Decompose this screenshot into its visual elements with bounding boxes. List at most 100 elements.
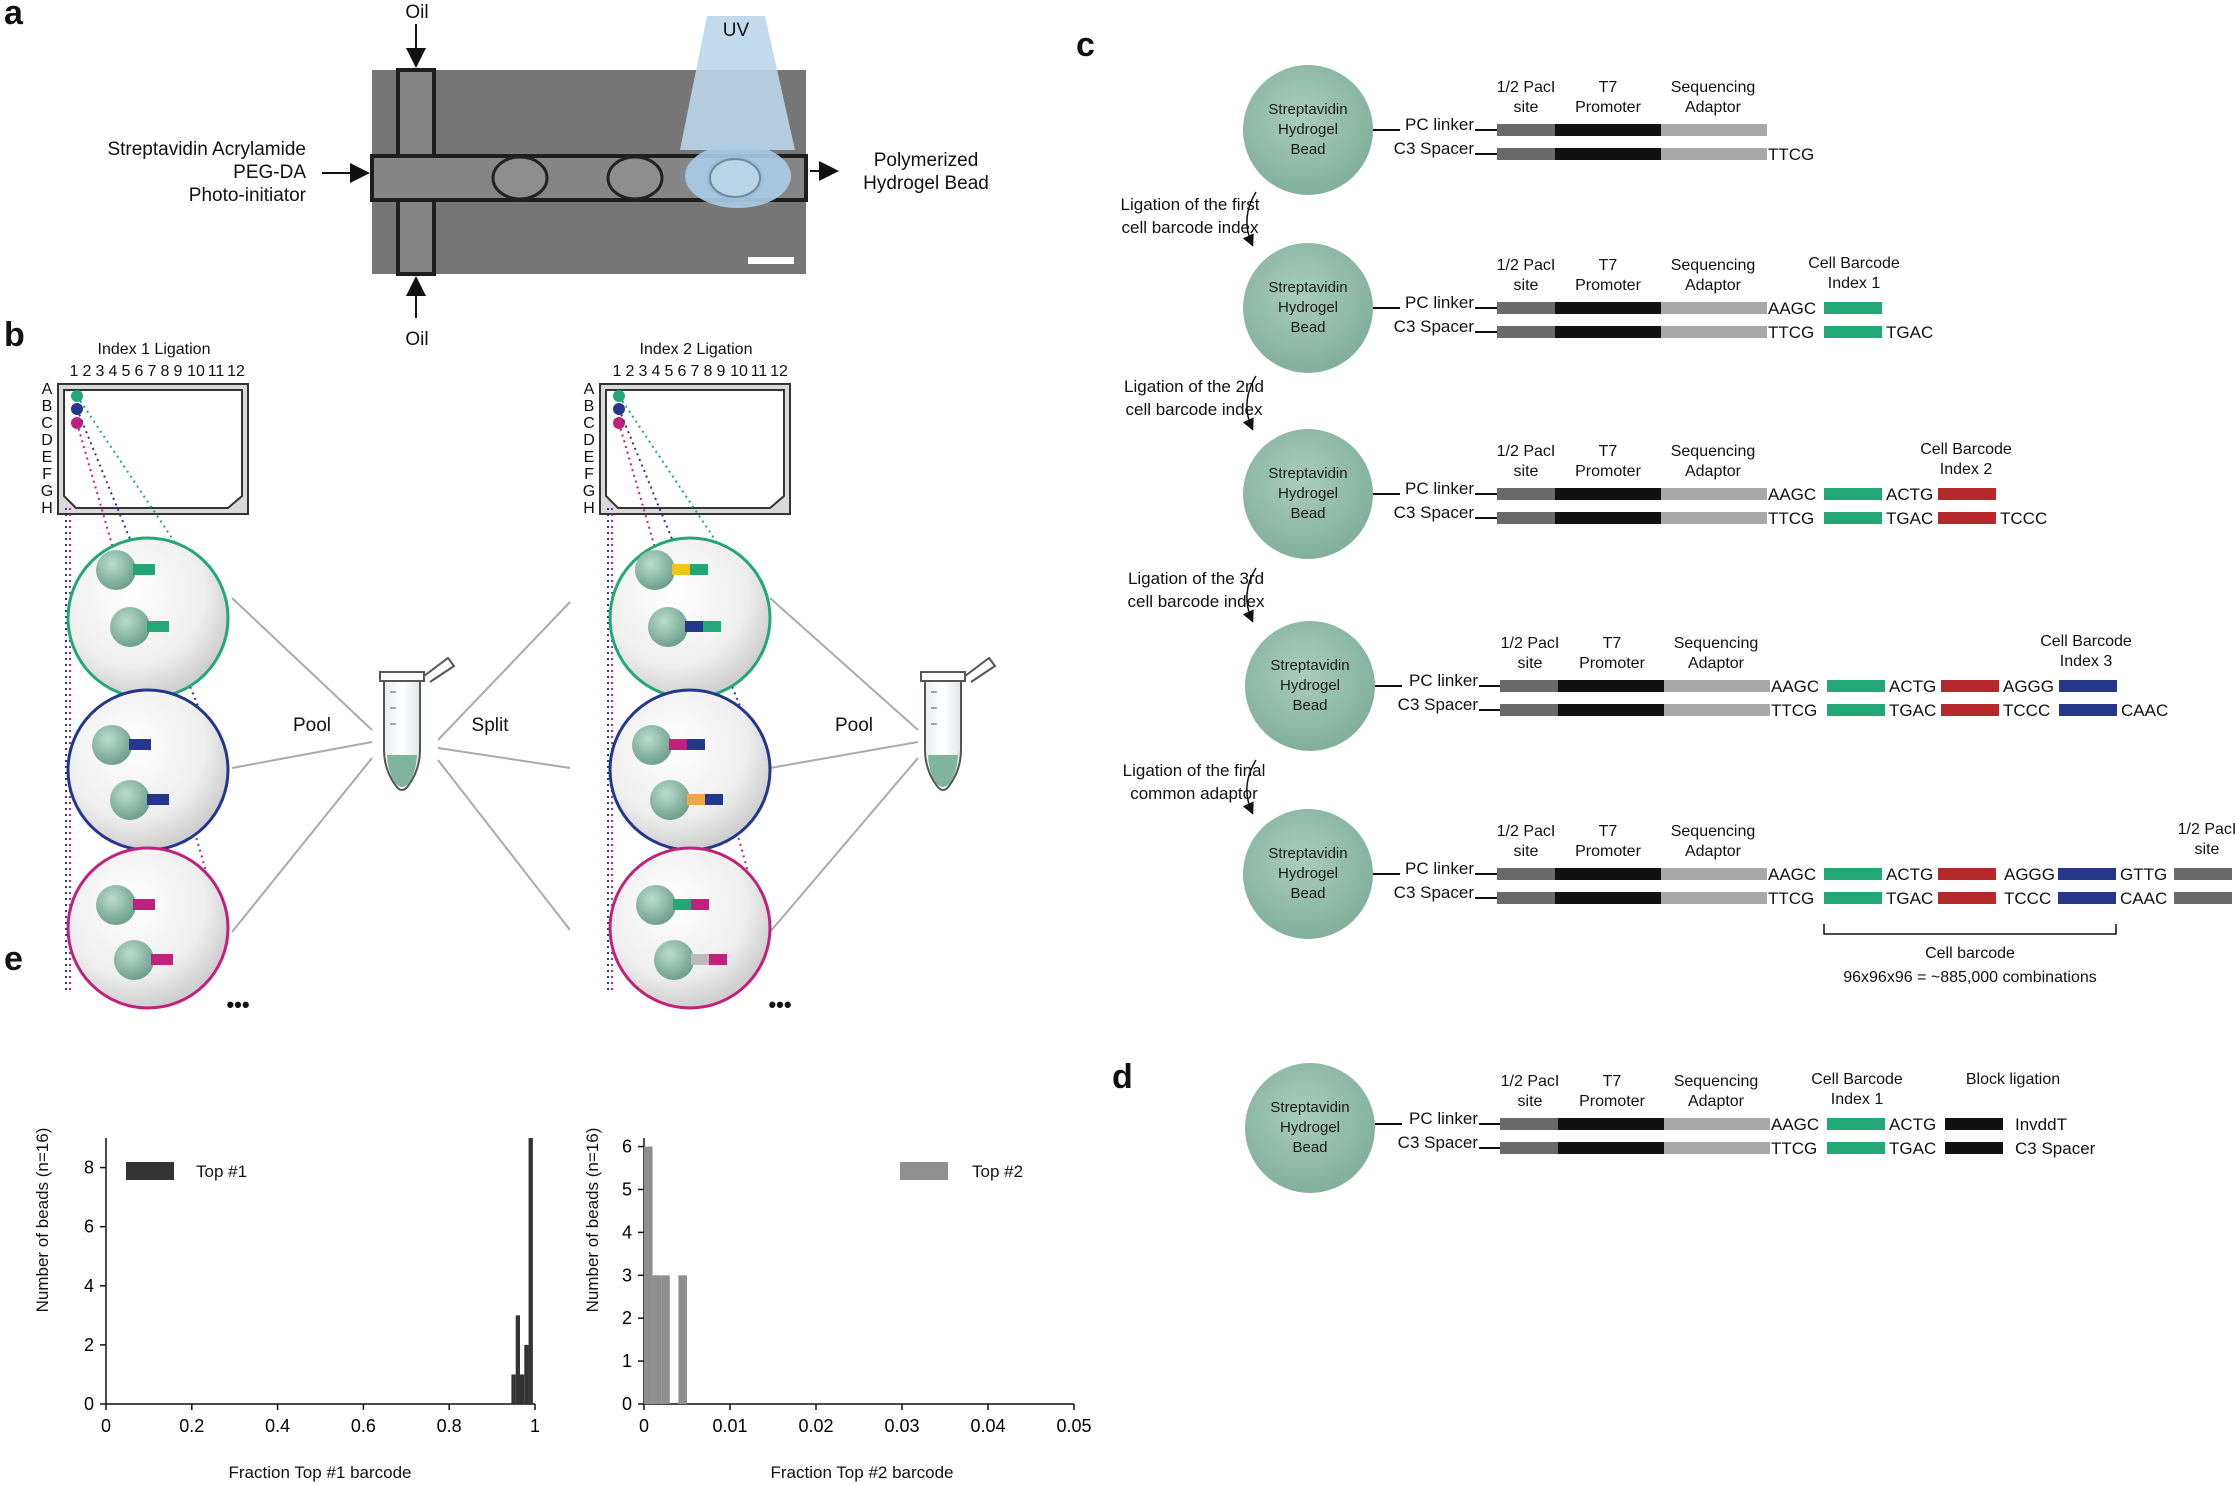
x-tick-label: 0.03: [884, 1416, 919, 1436]
x-tick-label: 0.05: [1056, 1416, 1091, 1436]
panel-label-a: a: [4, 0, 23, 32]
x-tick-label: 0.4: [265, 1416, 290, 1436]
svg-text:7: 7: [148, 363, 157, 380]
svg-text:10: 10: [730, 363, 748, 380]
svg-text:Index 1: Index 1: [1828, 275, 1881, 292]
svg-text:site: site: [1518, 655, 1543, 672]
svg-text:PC linker: PC linker: [1405, 479, 1474, 498]
svg-text:site: site: [1514, 463, 1539, 480]
svg-text:Sequencing: Sequencing: [1671, 79, 1756, 96]
svg-text:9: 9: [717, 363, 726, 380]
pool-label: Pool: [293, 715, 331, 736]
svg-text:Sequencing: Sequencing: [1671, 823, 1756, 840]
svg-text:1: 1: [613, 363, 622, 380]
plate-columns-1: 1 2 3 4 5 6 7 8 9 10 11 12: [70, 363, 245, 380]
y-tick-label: 0: [622, 1394, 632, 1414]
step-label: cell barcode index: [1125, 400, 1263, 419]
svg-text:Streptavidin: Streptavidin: [1270, 657, 1349, 674]
svg-text:Streptavidin: Streptavidin: [1268, 101, 1347, 118]
svg-text:G: G: [583, 483, 595, 500]
input-label: Photo-initiator: [189, 185, 307, 206]
svg-text:Hydrogel: Hydrogel: [1278, 865, 1338, 882]
histogram-bar: [524, 1344, 529, 1404]
y-tick-label: 8: [84, 1158, 94, 1178]
histogram-bar: [511, 1374, 516, 1404]
split-label: Split: [472, 715, 510, 736]
svg-text:F: F: [584, 466, 594, 483]
svg-text:1/2 PacI: 1/2 PacI: [1501, 635, 1560, 652]
svg-text:TGAC: TGAC: [1889, 701, 1936, 720]
svg-text:Sequencing: Sequencing: [1671, 257, 1756, 274]
svg-text:Hydrogel: Hydrogel: [1280, 1119, 1340, 1136]
svg-text:E: E: [584, 449, 595, 466]
svg-text:C3 Spacer: C3 Spacer: [1394, 503, 1475, 522]
panel-label-b: b: [4, 316, 25, 354]
x-tick-label: 0: [101, 1416, 111, 1436]
svg-text:Cell Barcode: Cell Barcode: [1808, 255, 1900, 272]
svg-text:1: 1: [70, 363, 79, 380]
step-label: Ligation of the 3rd: [1128, 569, 1264, 588]
svg-text:AAGC: AAGC: [1771, 677, 1819, 696]
y-tick-label: 4: [622, 1222, 632, 1242]
histogram-bar: [515, 1315, 520, 1404]
svg-text:ACTG: ACTG: [1889, 677, 1936, 696]
svg-text:Adaptor: Adaptor: [1685, 463, 1742, 480]
x-tick-label: 0.01: [712, 1416, 747, 1436]
svg-text:8: 8: [161, 363, 170, 380]
y-axis-label: Number of beads (n=16): [33, 1128, 52, 1313]
histogram-bar: [644, 1146, 653, 1404]
svg-text:H: H: [41, 500, 53, 517]
svg-text:PC linker: PC linker: [1405, 115, 1474, 134]
svg-text:Promoter: Promoter: [1575, 99, 1641, 116]
svg-text:2: 2: [83, 363, 92, 380]
svg-text:CAAC: CAAC: [2121, 701, 2168, 720]
input-label: Streptavidin Acrylamide: [107, 139, 306, 160]
panel-label-d: d: [1112, 1058, 1133, 1096]
svg-text:PC linker: PC linker: [1409, 1109, 1478, 1128]
svg-text:Promoter: Promoter: [1579, 655, 1645, 672]
svg-text:TGAC: TGAC: [1886, 323, 1933, 342]
svg-text:TGAC: TGAC: [1889, 1139, 1936, 1158]
histogram-top2: Number of beads (n=16) Fraction Top #2 b…: [583, 1128, 1092, 1482]
svg-text:Bead: Bead: [1290, 141, 1325, 158]
svg-text:Bead: Bead: [1290, 885, 1325, 902]
svg-text:Promoter: Promoter: [1575, 463, 1641, 480]
svg-text:Sequencing: Sequencing: [1674, 1073, 1759, 1090]
svg-text:AAGC: AAGC: [1768, 865, 1816, 884]
svg-text:Index 2: Index 2: [1940, 461, 1993, 478]
svg-text:TTCG: TTCG: [1768, 323, 1814, 342]
y-tick-label: 6: [622, 1137, 632, 1157]
tube-2: [920, 656, 997, 791]
histogram-bar: [661, 1275, 670, 1404]
svg-text:TTCG: TTCG: [1771, 1139, 1817, 1158]
svg-text:A: A: [42, 381, 53, 398]
tube-1: [379, 656, 456, 791]
y-axis-label: Number of beads (n=16): [583, 1128, 602, 1313]
svg-text:TGAC: TGAC: [1886, 509, 1933, 528]
svg-text:TGAC: TGAC: [1886, 889, 1933, 908]
construct-row-1: Streptavidin Hydrogel Bead PC linker C3 …: [1243, 65, 1814, 195]
svg-text:C3 Spacer: C3 Spacer: [1398, 695, 1479, 714]
svg-text:C: C: [583, 415, 595, 432]
plate-columns-2: 1 2 3 4 5 6 7 8 9 10 11 12: [613, 363, 788, 380]
y-tick-label: 5: [622, 1179, 632, 1199]
svg-text:site: site: [1514, 843, 1539, 860]
svg-text:Bead: Bead: [1292, 1139, 1327, 1156]
svg-text:A: A: [584, 381, 595, 398]
svg-text:6: 6: [135, 363, 144, 380]
output-label: Hydrogel Bead: [863, 173, 989, 194]
svg-text:Cell Barcode: Cell Barcode: [2040, 633, 2132, 650]
svg-text:TTCG: TTCG: [1768, 509, 1814, 528]
svg-text:Bead: Bead: [1290, 319, 1325, 336]
svg-text:Block ligation: Block ligation: [1966, 1071, 2060, 1088]
x-tick-label: 0.8: [437, 1416, 462, 1436]
svg-text:T7: T7: [1603, 1073, 1622, 1090]
plate-rows-1: A B C D E F G H: [41, 381, 53, 517]
output-label: Polymerized: [874, 150, 979, 171]
svg-text:TCCC: TCCC: [2000, 509, 2047, 528]
svg-text:1/2 PacI: 1/2 PacI: [1497, 443, 1556, 460]
svg-text:D: D: [41, 432, 53, 449]
svg-text:AGGG: AGGG: [2003, 677, 2054, 696]
svg-text:Cell Barcode: Cell Barcode: [1811, 1071, 1903, 1088]
sphere-blue-2: [608, 688, 772, 852]
